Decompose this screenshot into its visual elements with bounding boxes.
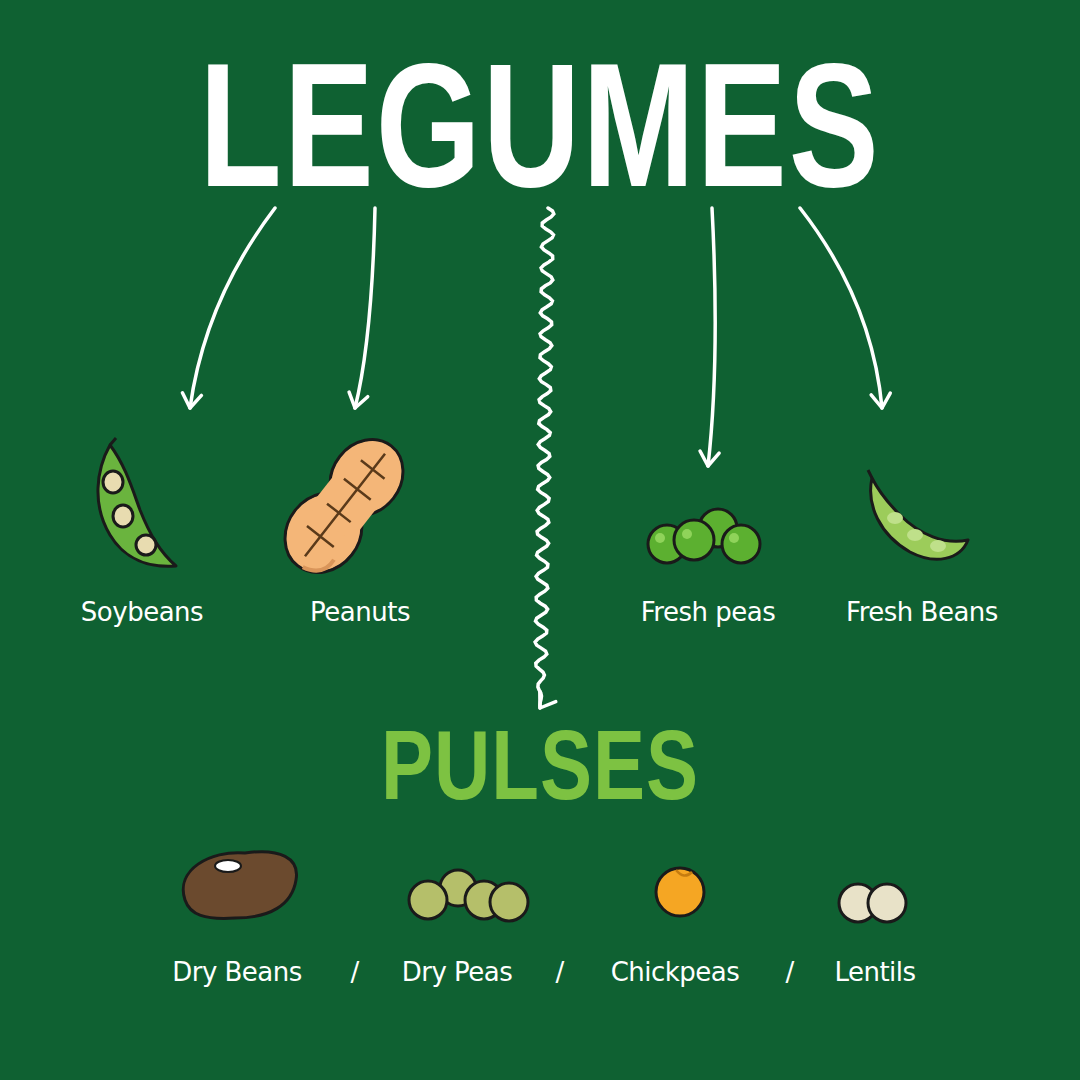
legumes-heading: LEGUMES bbox=[189, 48, 891, 204]
curved-arrow bbox=[700, 208, 719, 466]
dry-bean-icon bbox=[183, 852, 296, 919]
heading-text: LEGUMES bbox=[199, 48, 881, 204]
item-label: Soybeans bbox=[81, 596, 203, 628]
chickpeas-node: Chickpeas bbox=[590, 832, 760, 988]
arrow-head bbox=[182, 393, 201, 408]
fresh-beans-node: Fresh Beans bbox=[836, 412, 1008, 628]
connector-line bbox=[800, 208, 882, 408]
fresh-bean-pod-icon bbox=[868, 470, 968, 559]
separator-slash: / bbox=[786, 956, 795, 988]
connector-line bbox=[190, 208, 275, 408]
arrow-head bbox=[871, 393, 890, 408]
arrow-head bbox=[540, 691, 556, 708]
item-label: Fresh peas bbox=[641, 596, 775, 628]
connector-line bbox=[355, 208, 375, 408]
arrow-head bbox=[700, 451, 719, 466]
chickpea-icon bbox=[656, 868, 704, 916]
item-label: Dry Beans bbox=[172, 956, 302, 988]
dry-beans-node: Dry Beans bbox=[152, 832, 322, 988]
fresh-peas-icon bbox=[648, 509, 760, 563]
separator-slash: / bbox=[556, 956, 565, 988]
connector-line bbox=[708, 208, 715, 466]
item-label: Peanuts bbox=[310, 596, 410, 628]
soybean-pod-icon bbox=[98, 438, 176, 566]
lentils-icon bbox=[839, 884, 906, 922]
lentils-node: Lentils bbox=[790, 832, 960, 988]
dry-peas-node: Dry Peas bbox=[372, 832, 542, 988]
peanuts-node: Peanuts bbox=[275, 412, 445, 628]
dry-peas-icon bbox=[409, 870, 528, 921]
item-label: Fresh Beans bbox=[846, 596, 998, 628]
pulses-heading: PULSES bbox=[371, 712, 709, 818]
peanut-icon bbox=[269, 424, 419, 588]
heading-text: PULSES bbox=[381, 721, 699, 809]
separator-slash: / bbox=[351, 956, 360, 988]
soybeans-node: Soybeans bbox=[57, 412, 227, 628]
wavy-arrow bbox=[535, 208, 556, 708]
fresh-peas-node: Fresh peas bbox=[623, 470, 793, 628]
curved-arrow bbox=[800, 208, 890, 408]
curved-arrow bbox=[182, 208, 275, 408]
item-label: Lentils bbox=[834, 956, 915, 988]
connector-line bbox=[535, 208, 554, 708]
item-label: Dry Peas bbox=[402, 956, 513, 988]
arrow-head bbox=[349, 392, 368, 408]
curved-arrow bbox=[349, 208, 375, 408]
item-label: Chickpeas bbox=[611, 956, 740, 988]
